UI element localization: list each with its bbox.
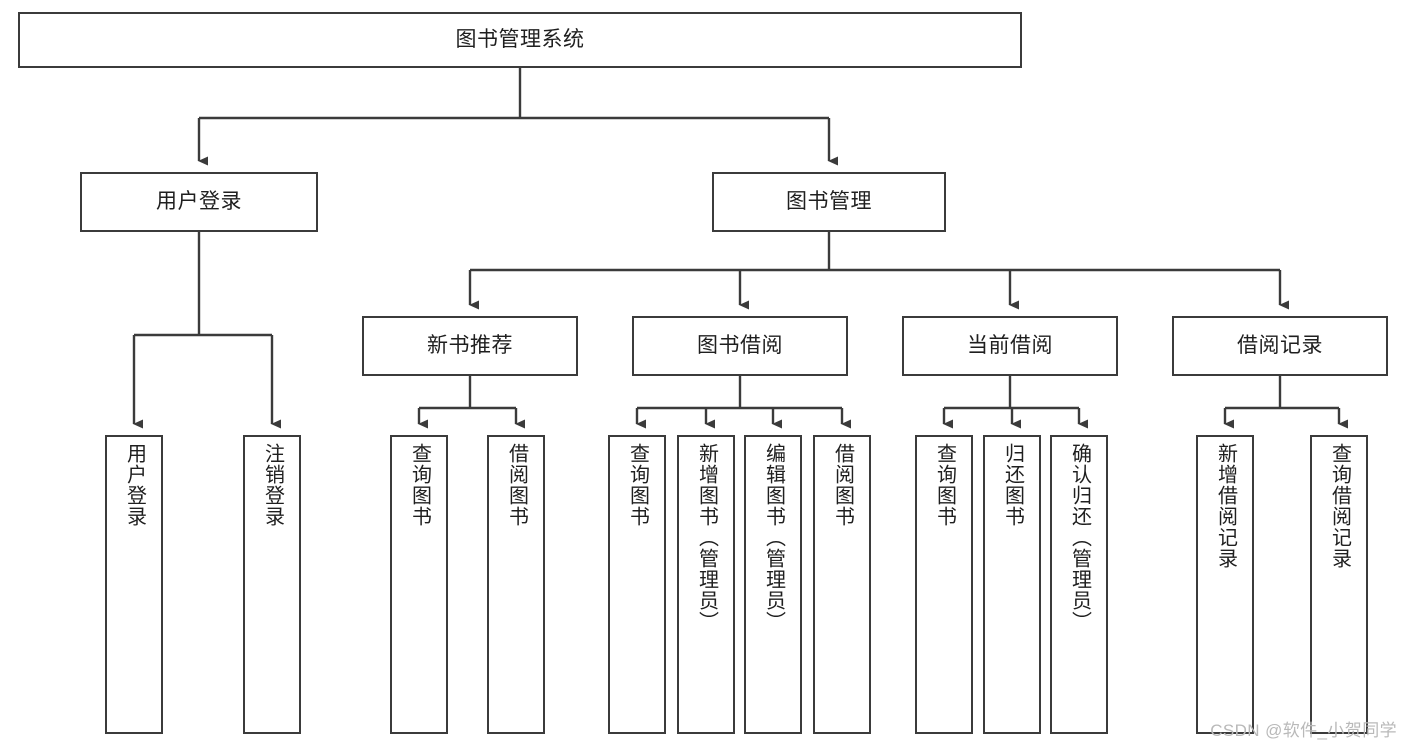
node-label: 图书管理 [786,190,872,214]
node-label: 查询图书 [933,443,956,527]
node-label: 归还图书 [1001,443,1024,527]
node-newbook[interactable]: 新书推荐 [362,316,578,376]
node-l8[interactable]: 借阅图书 [813,435,871,734]
node-l1[interactable]: 用户登录 [105,435,163,734]
node-login[interactable]: 用户登录 [80,172,318,232]
node-label: 新增借阅记录 [1214,443,1237,569]
node-label: 新书推荐 [427,334,513,358]
node-label: 图书借阅 [697,334,783,358]
node-l2[interactable]: 注销登录 [243,435,301,734]
node-label: 查询借阅记录 [1328,443,1351,569]
node-label: 注销登录 [261,443,284,527]
watermark: CSDN @软件_小贺同学 [1210,721,1397,740]
node-root[interactable]: 图书管理系统 [18,12,1022,68]
node-l5[interactable]: 查询图书 [608,435,666,734]
node-label: 借阅图书 [505,443,528,527]
node-bookmgmt[interactable]: 图书管理 [712,172,946,232]
node-l7[interactable]: 编辑图书（管理员） [744,435,802,734]
node-label: 新增图书（管理员） [695,443,718,632]
node-label: 用户登录 [156,190,242,214]
node-l13[interactable]: 查询借阅记录 [1310,435,1368,734]
node-label: 确认归还（管理员） [1068,443,1091,632]
node-label: 借阅图书 [831,443,854,527]
node-label: 借阅记录 [1237,334,1323,358]
node-label: 图书管理系统 [455,28,585,52]
node-l4[interactable]: 借阅图书 [487,435,545,734]
node-l11[interactable]: 确认归还（管理员） [1050,435,1108,734]
node-borrow[interactable]: 图书借阅 [632,316,848,376]
node-l6[interactable]: 新增图书（管理员） [677,435,735,734]
node-label: 当前借阅 [967,334,1053,358]
node-label: 编辑图书（管理员） [762,443,785,632]
node-l12[interactable]: 新增借阅记录 [1196,435,1254,734]
node-l3[interactable]: 查询图书 [390,435,448,734]
node-l9[interactable]: 查询图书 [915,435,973,734]
node-current[interactable]: 当前借阅 [902,316,1118,376]
node-l10[interactable]: 归还图书 [983,435,1041,734]
node-label: 用户登录 [123,443,146,527]
node-records[interactable]: 借阅记录 [1172,316,1388,376]
node-label: 查询图书 [408,443,431,527]
node-label: 查询图书 [626,443,649,527]
